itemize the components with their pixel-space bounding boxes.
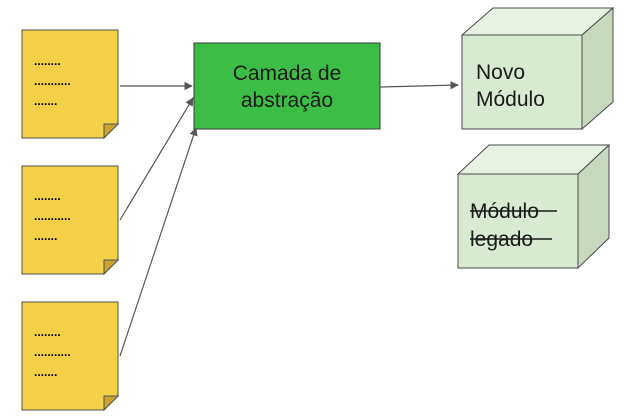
sticky-note-2: ........ ........... ....... — [21, 165, 120, 276]
sticky-note-3: ........ ........... ....... — [21, 301, 120, 412]
arrow-abstraction-to-new-module — [379, 80, 459, 90]
note-line: ........... — [34, 345, 71, 359]
connectors — [119, 80, 459, 357]
cube-front-face — [457, 173, 579, 269]
sticky-note-1: ........ ........... ....... — [21, 29, 120, 140]
note-line: ........... — [34, 209, 71, 223]
sticky-note-fold — [103, 123, 120, 140]
arrow-note3-to-abstraction — [119, 127, 198, 357]
abstraction-layer-box — [193, 42, 381, 130]
note-line: ........... — [34, 74, 71, 88]
cube-front-face — [461, 34, 583, 130]
abstraction-layer: Camada de abstração — [193, 42, 381, 130]
abstraction-layer-label-line1: Camada de — [233, 62, 342, 85]
note-line: ........ — [34, 189, 61, 203]
sticky-note-fold — [103, 395, 120, 412]
sticky-note-fold — [103, 259, 120, 276]
new-module-cube: Novo Módulo — [460, 6, 615, 131]
arrow-note2-to-abstraction — [119, 97, 194, 221]
abstraction-layer-label-line2: abstração — [241, 89, 333, 112]
note-line: ....... — [34, 94, 57, 108]
note-line: ....... — [34, 229, 57, 243]
new-module-label-line1: Novo — [476, 61, 525, 84]
note-line: ....... — [34, 365, 57, 379]
note-line: ........ — [34, 325, 61, 339]
new-module-label-line2: Módulo — [476, 88, 545, 111]
note-line: ........ — [34, 54, 61, 68]
legacy-module-cube: Módulo legado — [456, 143, 611, 270]
